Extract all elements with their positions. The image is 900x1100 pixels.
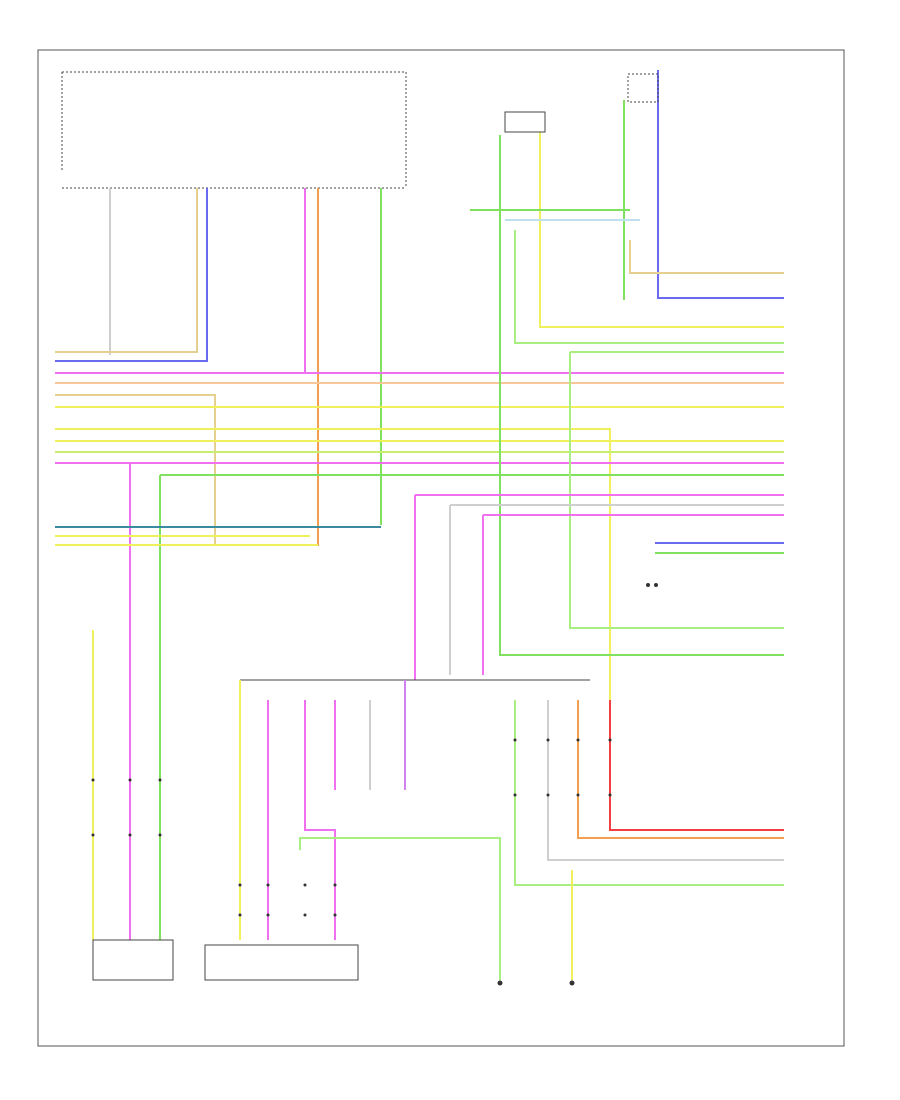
right-side-wiring: [414, 70, 784, 680]
connector-pins: [91, 738, 612, 917]
sensor-top-right: [627, 73, 659, 103]
top-connector: [61, 71, 407, 189]
ground-symbols: [497, 583, 658, 986]
diagram-border: [37, 49, 845, 1047]
horizontal-bus: [55, 372, 784, 940]
bottom-wiring: [92, 630, 784, 980]
bottom-left-module: [92, 939, 174, 981]
bottom-middle-module: [204, 944, 359, 981]
top-connector-wires: [55, 188, 382, 546]
module-top: [504, 111, 546, 133]
